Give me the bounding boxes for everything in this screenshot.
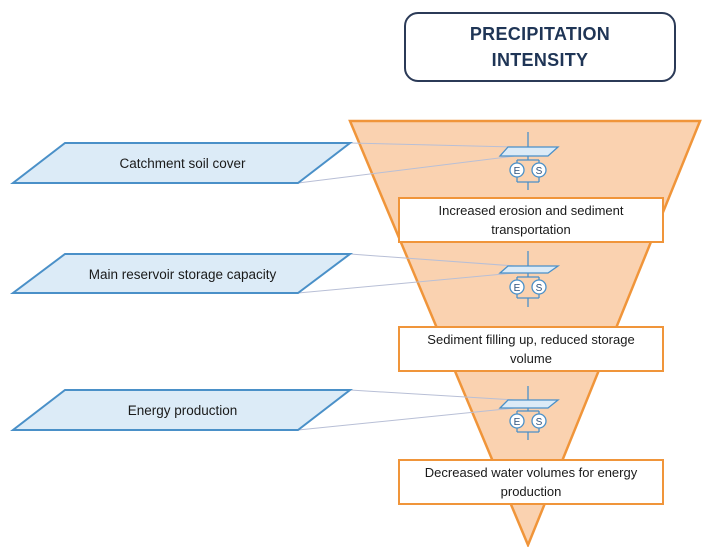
symbol-e-3: E (514, 417, 521, 428)
input-shape-catchment (10, 142, 353, 184)
process-symbol-1: E S (498, 132, 560, 190)
outcome-box-energy: Decreased water volumes for energy produ… (398, 459, 664, 505)
process-symbol-2: E S (498, 251, 561, 307)
symbol-e-2: E (514, 283, 521, 294)
input-label-energy: Energy production (127, 402, 238, 418)
title-box: PRECIPITATION INTENSITY (404, 12, 676, 82)
title-line-2: INTENSITY (491, 50, 589, 70)
symbol-s-1: S (536, 166, 543, 177)
input-label-catchment: Catchment soil cover (119, 155, 246, 171)
outcome-box-storage: Sediment filling up, reduced storage vol… (398, 326, 664, 372)
symbol-e-1: E (514, 166, 521, 177)
symbol-s-2: S (536, 283, 543, 294)
title-line-1: PRECIPITATION (469, 24, 611, 44)
process-symbol-3: E S (498, 386, 560, 440)
outcome-box-erosion: Increased erosion and sediment transport… (398, 197, 664, 243)
connector-lines (297, 142, 516, 431)
symbol-s-3: S (536, 417, 543, 428)
input-label-reservoir: Main reservoir storage capacity (88, 266, 277, 282)
input-shape-reservoir (10, 253, 353, 294)
input-shape-energy (10, 389, 353, 431)
